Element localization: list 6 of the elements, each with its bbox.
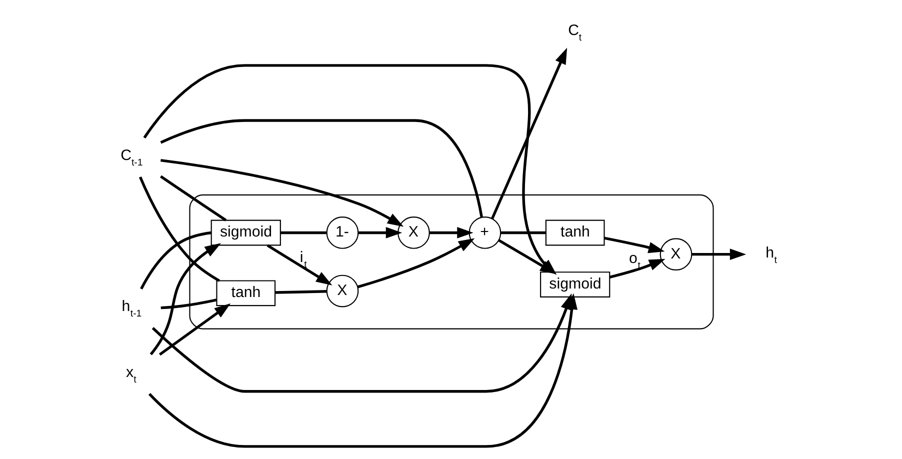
edge-label: i$_{t}$ xyxy=(299,249,306,271)
node-text: h$_{t-1}$ xyxy=(121,298,142,320)
node-text: h$_{t}$ xyxy=(765,244,776,266)
node-text: C$_{t}$ xyxy=(568,22,582,44)
node-text: C$_{t-1}$ xyxy=(120,147,142,169)
node-text: x$_{t}$ xyxy=(126,364,136,386)
